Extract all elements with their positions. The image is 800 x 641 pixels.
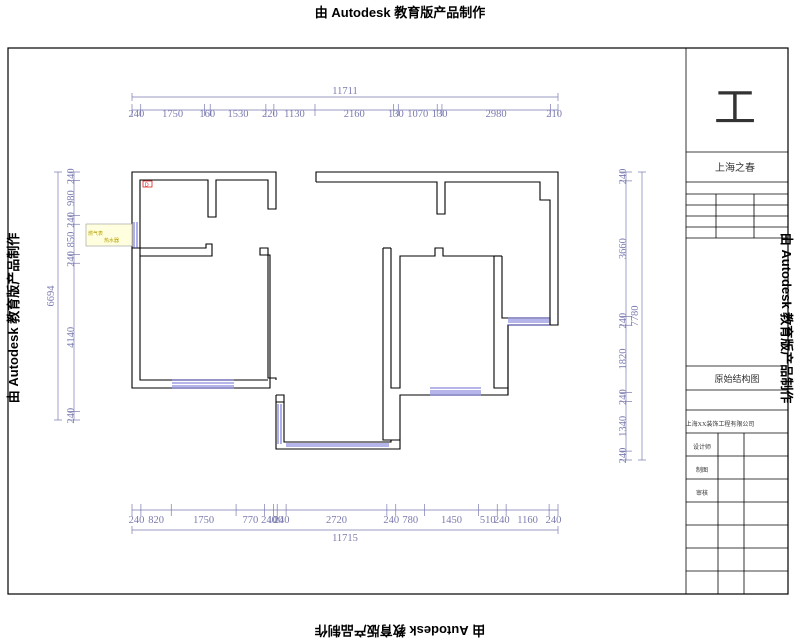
title-row-2: 制图 xyxy=(696,466,708,474)
dim-right-segment-3: 1820 xyxy=(618,348,629,369)
dim-bottom-segment-13: 1160 xyxy=(517,515,538,526)
dim-top-segment-2: 160 xyxy=(199,109,215,120)
dim-bottom-segment-4: 240 xyxy=(261,515,277,526)
dim-right-segment-2: 240 xyxy=(618,313,629,329)
dim-top-segment-1: 1750 xyxy=(162,109,183,120)
dim-bottom-segment-8: 240 xyxy=(383,515,399,526)
walls xyxy=(131,171,559,450)
dim-top-segment-10: 2980 xyxy=(486,109,507,120)
dim-bottom-segment-1: 820 xyxy=(148,515,164,526)
dim-left-segment-5: 4140 xyxy=(66,327,77,348)
dim-right-segment-6: 240 xyxy=(618,448,629,464)
dim-right-segment-0: 240 xyxy=(618,169,629,185)
dim-right-segment-5: 1340 xyxy=(618,416,629,437)
dim-top-segment-8: 1070 xyxy=(407,109,428,120)
red-marker xyxy=(142,180,153,188)
dim-bottom-segment-7: 2720 xyxy=(326,515,347,526)
dim-bottom-segment-5: 100 xyxy=(267,515,283,526)
red-marker-label: D xyxy=(145,183,149,189)
dim-top-segment-7: 130 xyxy=(388,109,404,120)
title-block xyxy=(685,48,788,594)
dim-top-segment-3: 1530 xyxy=(228,109,249,120)
dim-bottom-segment-12: 240 xyxy=(494,515,510,526)
dim-bottom-segment-10: 1450 xyxy=(441,515,462,526)
drawing-frame xyxy=(7,47,789,595)
project-name: 上海之春 xyxy=(715,161,755,174)
dim-left-segment-4: 240 xyxy=(66,251,77,267)
dim-top-segment-6: 2160 xyxy=(344,109,365,120)
windows xyxy=(133,222,550,447)
room-label-2: 热水器 xyxy=(104,237,119,244)
company-name: 上海XX装饰工程有限公司 xyxy=(686,420,755,428)
dim-bottom-segment-6: 240 xyxy=(274,515,290,526)
watermark-top: 由 Autodesk 教育版产品制作 xyxy=(314,5,486,20)
balcony-stub xyxy=(85,223,133,247)
dim-left-overall: 6694 xyxy=(46,285,57,307)
dim-top-segment-9: 130 xyxy=(432,109,448,120)
dim-left-segment-6: 240 xyxy=(66,408,77,424)
dim-bottom-segment-9: 780 xyxy=(402,515,418,526)
dim-bottom-segment-11: 510 xyxy=(480,515,496,526)
dim-bottom-overall: 11715 xyxy=(332,533,358,544)
dim-bottom-segment-0: 240 xyxy=(129,515,145,526)
dim-top-segment-4: 220 xyxy=(262,109,278,120)
dim-top-overall: 11711 xyxy=(332,86,357,97)
dim-right-segment-1: 3660 xyxy=(618,238,629,259)
title-row-1: 设计师 xyxy=(693,443,711,451)
dim-left-segment-0: 240 xyxy=(66,168,77,184)
drawing-name: 原始结构图 xyxy=(714,373,759,384)
dim-top-segment-11: 210 xyxy=(546,109,562,120)
dim-bottom-segment-3: 770 xyxy=(242,515,258,526)
dim-bottom-segment-2: 1750 xyxy=(193,515,214,526)
title-row-3: 审核 xyxy=(696,489,708,497)
title-block-logo: 工 xyxy=(714,86,756,132)
dim-top-segment-5: 1130 xyxy=(284,109,305,120)
dim-top-segment-0: 240 xyxy=(128,109,144,120)
dim-right-segment-4: 240 xyxy=(618,389,629,405)
dim-left-segment-2: 240 xyxy=(66,212,77,228)
room-label-1: 燃气表 xyxy=(88,230,103,237)
dim-right-overall: 7780 xyxy=(630,306,641,327)
dim-bottom-segment-14: 240 xyxy=(546,515,562,526)
dim-left-segment-1: 980 xyxy=(66,190,77,206)
dim-left-segment-3: 850 xyxy=(66,232,77,248)
